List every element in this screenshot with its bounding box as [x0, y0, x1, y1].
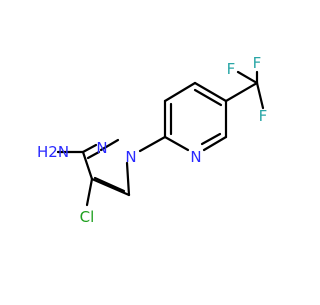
bond-n-c2 — [163, 135, 190, 152]
bond-c3-c4 — [163, 81, 197, 103]
bond-c4-cl — [85, 177, 94, 207]
chlorine-label: Cl — [80, 208, 95, 226]
bond-c6-n-double — [200, 132, 222, 146]
structure-canvas: H2N N N Cl N F F F — [37, 54, 268, 226]
bond-c-f-bottom — [255, 81, 265, 110]
pyridine-n-label: N — [190, 148, 201, 166]
bonds — [56, 70, 265, 207]
fluorine-bottom-label: F — [259, 107, 268, 125]
amine-label: H2N — [37, 143, 69, 161]
fluorine-top-label: F — [253, 54, 262, 72]
fluorine-left-label: F — [227, 60, 236, 78]
bond-c6-n — [202, 135, 228, 152]
bond-c-f-left — [236, 70, 259, 85]
bond-n1-c5 — [125, 161, 131, 197]
bond-c3-n2-a — [81, 143, 98, 154]
bond-c4-c3 — [81, 150, 94, 181]
pyrazole-n1-label: N — [125, 148, 136, 166]
molecule-structure: H2N N N Cl N F F F — [37, 54, 268, 226]
bond-n2-n1 — [99, 138, 120, 152]
bond-c5-c4-double — [93, 176, 126, 193]
bond-c5-c4 — [90, 177, 131, 197]
pyrazole-n2-label: N — [96, 139, 107, 157]
bond-c4-c5-double — [193, 88, 223, 107]
bond-c3-n2-b — [86, 150, 101, 160]
bond-n1-c2py — [138, 135, 167, 153]
bond-c4-c5 — [193, 81, 228, 103]
bond-c5-cf3 — [224, 81, 259, 103]
